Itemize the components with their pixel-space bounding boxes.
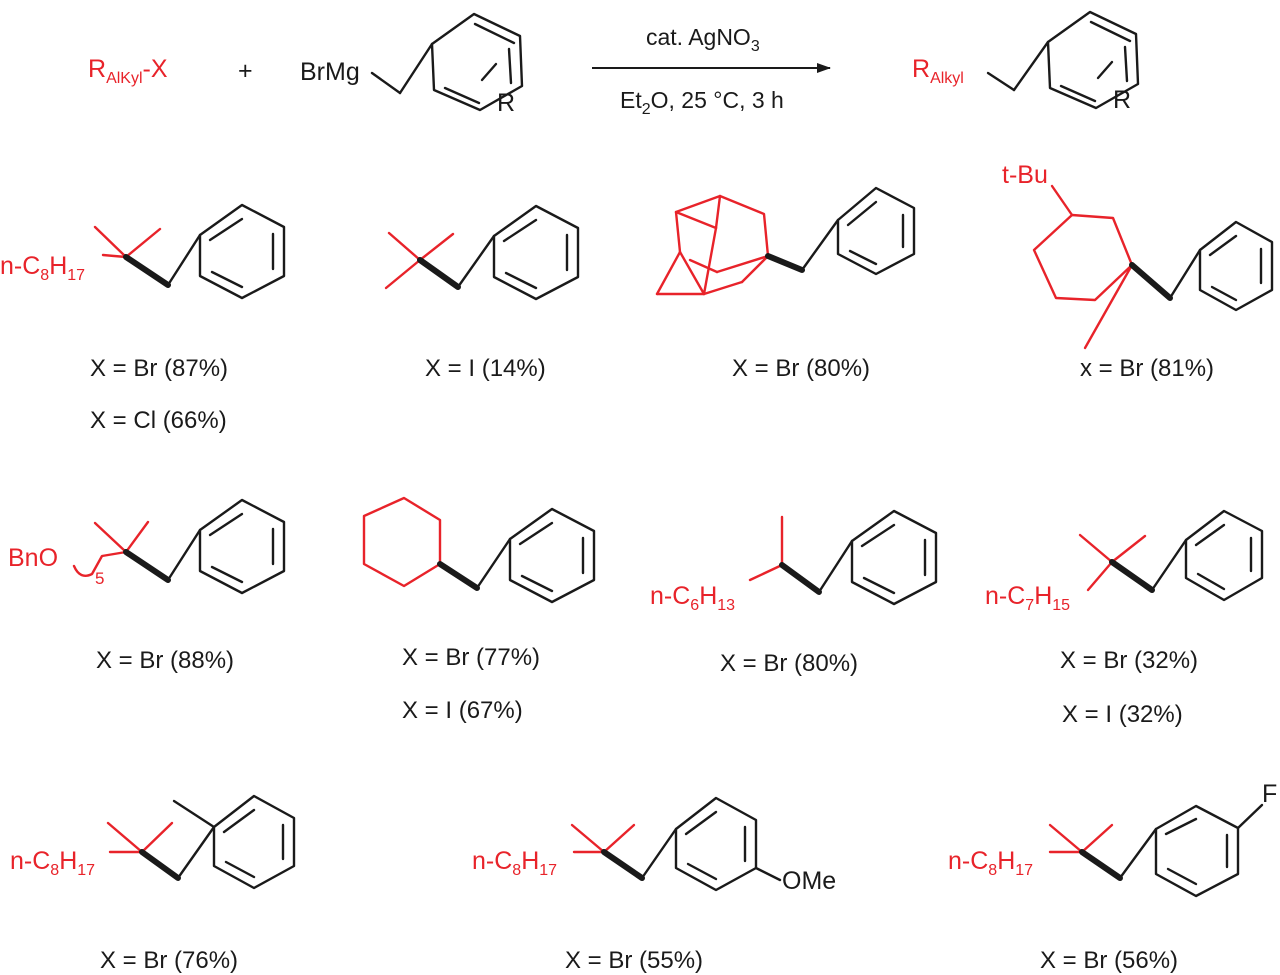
compound-9: n-C8H17 X = Br (76%): [10, 794, 296, 974]
alkyl-chain-label: n-C8H17: [0, 252, 85, 284]
product-substituent-label: R: [1113, 86, 1131, 114]
plus-sign: +: [238, 57, 253, 85]
grignard-label: BrMg: [300, 58, 360, 86]
yield-caption: X = Br (88%): [96, 647, 234, 674]
yield-caption: X = Br (77%): [402, 644, 540, 671]
compound-2: X = I (14%): [384, 204, 580, 382]
alkyl-chain-label: n-C7H15: [985, 582, 1070, 614]
aryl-substituent-label: R: [497, 89, 515, 117]
yield-caption: X = I (67%): [402, 697, 523, 724]
benzyloxy-label: BnO: [8, 544, 58, 572]
yield-caption: X = Br (55%): [565, 947, 703, 974]
compound-10: n-C8H17 OMe X = Br (55%): [472, 796, 836, 974]
methoxy-label: OMe: [782, 867, 836, 895]
grignard-reagent: [370, 12, 524, 112]
compound-1: n-C8H17 X = Br (87%) X = Cl (66%): [0, 203, 286, 434]
fluoro-label: F: [1262, 780, 1277, 808]
reagent-alkyl-halide: RAlKyl-X: [88, 55, 168, 87]
alkyl-chain-label: n-C8H17: [10, 847, 95, 879]
yield-caption: X = I (32%): [1062, 701, 1183, 728]
repeat-count: 5: [95, 569, 104, 588]
yield-caption: X = Br (80%): [720, 650, 858, 677]
tert-butyl-label: t-Bu: [1002, 161, 1048, 189]
yield-caption: X = Br (76%): [100, 947, 238, 974]
alkyl-chain-label: n-C8H17: [472, 847, 557, 879]
yield-caption: X = I (14%): [425, 355, 546, 382]
yield-caption: x = Br (81%): [1080, 355, 1214, 382]
compound-5: BnO 5 X = Br (88%): [8, 498, 286, 674]
yield-caption: X = Br (80%): [732, 355, 870, 382]
yield-caption: X = Cl (66%): [90, 407, 227, 434]
product-structure: [986, 10, 1140, 110]
compound-7: n-C6H13 X = Br (80%): [650, 509, 938, 677]
yield-caption: X = Br (87%): [90, 355, 228, 382]
alkyl-chain-label: n-C6H13: [650, 582, 735, 614]
product-alkyl-label: RAlkyl: [912, 55, 964, 87]
compound-3: X = Br (80%): [655, 186, 916, 382]
yield-caption: X = Br (32%): [1060, 647, 1198, 674]
compound-4: t-Bu x = Br (81%): [1002, 161, 1274, 382]
compound-6: X = Br (77%) X = I (67%): [362, 496, 596, 724]
yield-caption: X = Br (56%): [1040, 947, 1178, 974]
reaction-equation: RAlKyl-X + BrMg R cat. AgNO3 Et2O, 25 °C…: [88, 10, 1140, 118]
condition-catalyst: cat. AgNO3: [646, 24, 760, 55]
compound-8: n-C7H15 X = Br (32%) X = I (32%): [985, 509, 1264, 728]
alkyl-chain-label: n-C8H17: [948, 847, 1033, 879]
condition-solvent-temp-time: Et2O, 25 °C, 3 h: [620, 87, 784, 118]
compound-11: n-C8H17 F X = Br (56%): [948, 780, 1277, 974]
